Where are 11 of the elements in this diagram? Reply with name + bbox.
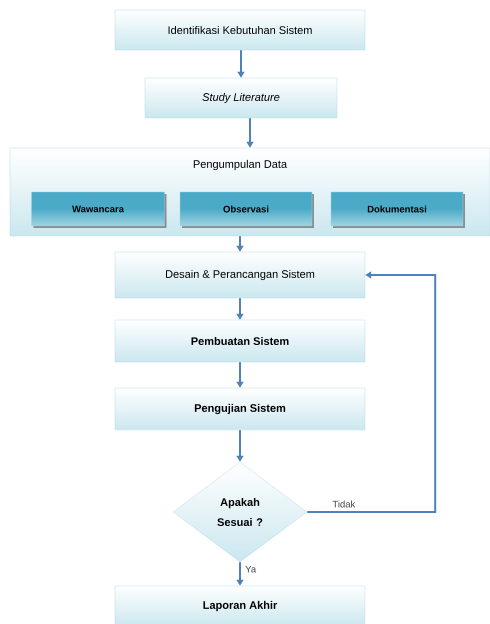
process-box: Study Literature xyxy=(144,78,338,118)
process-box: Identifikasi Kebutuhan Sistem xyxy=(114,10,366,50)
process-box: Pembuatan Sistem xyxy=(114,320,366,362)
sub-box: Wawancara xyxy=(31,192,166,228)
process-box: Laporan Akhir xyxy=(114,586,366,624)
sub-box: Observasi xyxy=(180,192,314,228)
edge-label: Ya xyxy=(244,564,258,574)
edge-label: Tidak xyxy=(331,500,356,508)
process-box: Desain & Perancangan Sistem xyxy=(114,252,366,298)
process-box: Pengujian Sistem xyxy=(114,388,366,430)
sub-box: Dokumentasi xyxy=(330,192,465,228)
